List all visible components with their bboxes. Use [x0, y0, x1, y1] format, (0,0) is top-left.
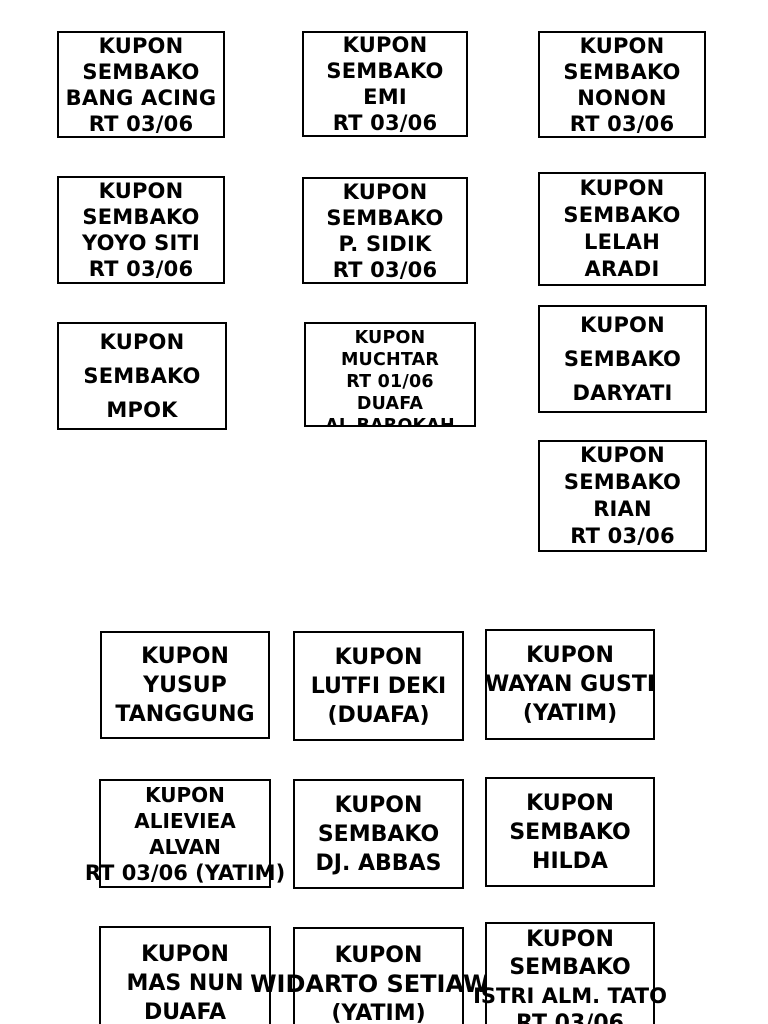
coupon-line: KUPON — [334, 943, 423, 968]
coupon-line: KUPON — [98, 179, 184, 203]
coupon-line: SEMBAKO — [317, 821, 440, 847]
coupon-line: SEMBAKO — [509, 819, 631, 845]
coupon-line: BANG ACING — [65, 85, 217, 110]
coupon-line: RT 03/06 — [569, 111, 675, 136]
coupon-line: SEMBAKO — [563, 59, 681, 84]
coupon-line: WAYAN GUSTI — [484, 672, 656, 697]
coupon-box-bang-acing: KUPON SEMBAKO BANG ACING RT 03/06 — [57, 31, 225, 138]
coupon-line: RT 03/06 — [516, 1011, 624, 1024]
coupon-box-alieviea-alvan: KUPON ALIEVIEA ALVAN RT 03/06 (YATIM) — [85, 779, 285, 888]
coupon-box-wayan-gusti: KUPON WAYAN GUSTI (YATIM) — [485, 629, 655, 740]
coupon-line: KUPON — [342, 33, 428, 57]
coupon-line: DUAFA — [356, 394, 424, 414]
coupon-line: RT 01/06 — [346, 372, 434, 392]
coupon-line: RT 03/06 — [570, 524, 675, 548]
coupon-line: RT 03/06 — [88, 257, 194, 281]
coupon-box-lutfi-deki: KUPON LUTFI DEKI (DUAFA) — [293, 631, 464, 741]
coupon-line: RIAN — [593, 497, 652, 521]
coupon-line: LUTFI DEKI — [310, 673, 447, 699]
coupon-line: SEMBAKO — [509, 955, 631, 980]
coupon-line: LELAH — [584, 230, 660, 254]
coupon-line: KUPON — [579, 33, 665, 58]
coupon-line: YOYO SITI — [81, 231, 201, 255]
coupon-line: SEMBAKO — [326, 205, 444, 230]
coupon-box-p-sidik: KUPON SEMBAKO P. SIDIK RT 03/06 — [302, 177, 468, 284]
coupon-line: KUPON — [342, 179, 428, 204]
coupon-line: SEMBAKO — [83, 364, 201, 388]
coupon-line: (DUAFA) — [327, 702, 430, 728]
coupon-line: KUPON — [334, 644, 423, 670]
coupon-line: SEMBAKO — [82, 205, 200, 229]
coupon-line: YUSUP — [143, 672, 227, 698]
coupon-line: RT 03/06 — [332, 257, 438, 282]
coupon-line: TANGGUNG — [115, 701, 255, 727]
coupon-line: KUPON — [141, 942, 229, 967]
coupon-line: (YATIM) — [522, 701, 618, 726]
coupon-line: KUPON — [526, 927, 614, 952]
coupon-line: KUPON — [99, 330, 185, 354]
coupon-line: KUPON — [98, 33, 184, 58]
coupon-line: KUPON — [354, 328, 426, 348]
coupon-box-nonon: KUPON SEMBAKO NONON RT 03/06 — [538, 31, 706, 138]
coupon-line: ISTRI ALM. TATO — [473, 984, 667, 1008]
coupon-line: ALVAN — [149, 834, 221, 859]
coupon-line: SEMBAKO — [563, 347, 682, 371]
coupon-box-daryati: KUPON SEMBAKO DARYATI — [538, 305, 707, 413]
coupon-line: WIDARTO SETIAWA — [250, 970, 507, 998]
coupon-line: AL BAROKAH — [325, 416, 455, 427]
coupon-line: HILDA — [532, 848, 608, 874]
coupon-box-yusup-tanggung: KUPON YUSUP TANGGUNG — [100, 631, 270, 739]
coupon-line: KUPON — [580, 443, 665, 467]
coupon-line: KUPON — [145, 782, 225, 807]
coupon-line: ALIEVIEA — [134, 808, 236, 833]
coupon-box-hilda: KUPON SEMBAKO HILDA — [485, 777, 655, 887]
coupon-box-emi: KUPON SEMBAKO EMI RT 03/06 — [302, 31, 468, 137]
coupon-box-rian: KUPON SEMBAKO RIAN RT 03/06 — [538, 440, 707, 552]
coupon-line: KUPON — [580, 313, 665, 337]
coupon-line: KUPON — [526, 643, 614, 668]
coupon-line: SEMBAKO — [563, 470, 682, 494]
coupon-box-istri-alm-tato: KUPON SEMBAKO ISTRI ALM. TATO RT 03/06 — [473, 922, 667, 1024]
coupon-line: KUPON — [526, 790, 614, 816]
coupon-line: ARADI — [584, 257, 660, 281]
coupon-line: KUPON — [579, 176, 665, 200]
coupon-line: MUCHTAR — [340, 350, 440, 370]
coupon-line: KUPON — [334, 792, 423, 818]
coupon-line: P. SIDIK — [338, 231, 432, 256]
coupon-box-widarto-setiawa: KUPON WIDARTO SETIAWA (YATIM) — [250, 927, 507, 1024]
coupon-line: NONON — [577, 85, 667, 110]
coupon-box-muchtar: KUPON MUCHTAR RT 01/06 DUAFA AL BAROKAH — [304, 322, 476, 427]
coupon-box-lelah-aradi: KUPON SEMBAKO LELAH ARADI — [538, 172, 706, 286]
coupon-line: SEMBAKO — [326, 59, 444, 83]
coupon-line: (YATIM) — [331, 1001, 426, 1024]
coupon-line: EMI — [363, 85, 407, 109]
coupon-line: SEMBAKO — [82, 59, 200, 84]
coupon-box-yoyo-siti: KUPON SEMBAKO YOYO SITI RT 03/06 — [57, 176, 225, 284]
coupon-line: RT 03/06 — [88, 111, 194, 136]
coupon-line: DJ. ABBAS — [315, 850, 442, 876]
coupon-box-mpok: KUPON SEMBAKO MPOK — [57, 322, 227, 430]
coupon-line: SEMBAKO — [563, 203, 681, 227]
coupon-line: DARYATI — [572, 381, 673, 405]
coupon-line: KUPON — [141, 643, 229, 669]
coupon-box-mas-nun: KUPON MAS NUN DUAFA — [99, 926, 271, 1024]
coupon-line: MAS NUN — [126, 971, 244, 996]
coupon-line: RT 03/06 — [332, 111, 438, 135]
coupon-line: DUAFA — [143, 1000, 226, 1024]
coupon-line: RT 03/06 (YATIM) — [84, 860, 286, 885]
coupon-line: MPOK — [106, 398, 178, 422]
coupon-box-dj-abbas: KUPON SEMBAKO DJ. ABBAS — [293, 779, 464, 889]
